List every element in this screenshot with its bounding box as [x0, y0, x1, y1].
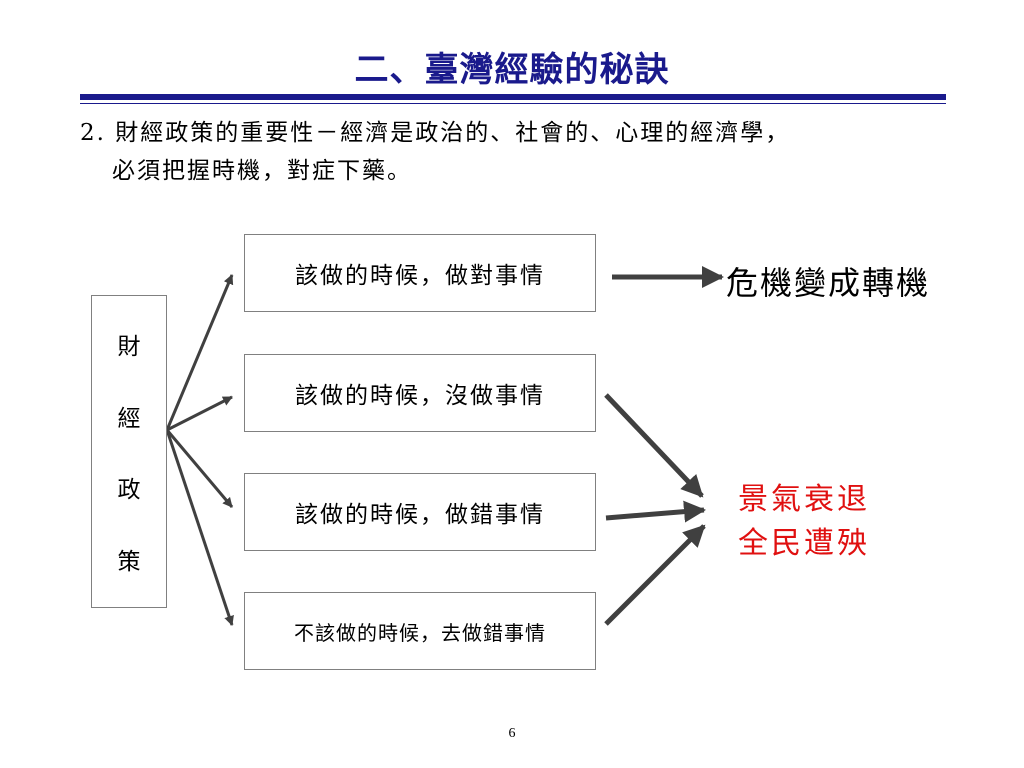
- slide-title: 二、臺灣經驗的秘訣: [354, 50, 670, 90]
- outcome-bad-line-1: 景氣衰退: [738, 482, 870, 517]
- arrow-option4-to-bad: [604, 524, 706, 626]
- intro-line-2: 必須把握時機，對症下藥。: [112, 158, 412, 184]
- arrow-option2-to-bad: [604, 393, 704, 498]
- outcome-good: 危機變成轉機: [726, 264, 931, 302]
- fan-arrow-3: [165, 429, 234, 508]
- page-number: 6: [508, 726, 516, 741]
- option-box-2: 該做的時候，沒做事情: [244, 354, 596, 432]
- option-label-1: 該做的時候，做對事情: [295, 263, 545, 289]
- intro-text: 2. 財經政策的重要性－經濟是政治的、社會的、心理的經濟學， 必須把握時機，對症…: [80, 114, 960, 190]
- option-label-2: 該做的時候，沒做事情: [295, 383, 545, 409]
- fan-arrow-4: [165, 429, 234, 626]
- intro-line-1: 2. 財經政策的重要性－經濟是政治的、社會的、心理的經濟學，: [80, 120, 791, 146]
- option-label-3: 該做的時候，做錯事情: [295, 502, 545, 528]
- source-box-fiscal-policy: 財 經 政 策: [91, 295, 167, 608]
- option-box-1: 該做的時候，做對事情: [244, 234, 596, 312]
- source-char-2: 經: [117, 405, 141, 432]
- outcome-bad: 景氣衰退 全民遭殃: [738, 478, 870, 566]
- title-rule-thick: [80, 94, 946, 100]
- source-char-1: 財: [117, 333, 141, 360]
- option-label-4: 不該做的時候，去做錯事情: [294, 620, 546, 645]
- fan-arrow-1: [165, 274, 234, 431]
- source-char-3: 政: [117, 477, 141, 504]
- outcome-bad-line-2: 全民遭殃: [738, 526, 870, 561]
- option-box-3: 該做的時候，做錯事情: [244, 473, 596, 551]
- title-rule-thin: [80, 103, 946, 104]
- option-box-4: 不該做的時候，去做錯事情: [244, 592, 596, 670]
- source-char-4: 策: [117, 549, 141, 576]
- fan-arrow-2: [166, 395, 233, 432]
- arrow-option3-to-bad: [605, 500, 706, 523]
